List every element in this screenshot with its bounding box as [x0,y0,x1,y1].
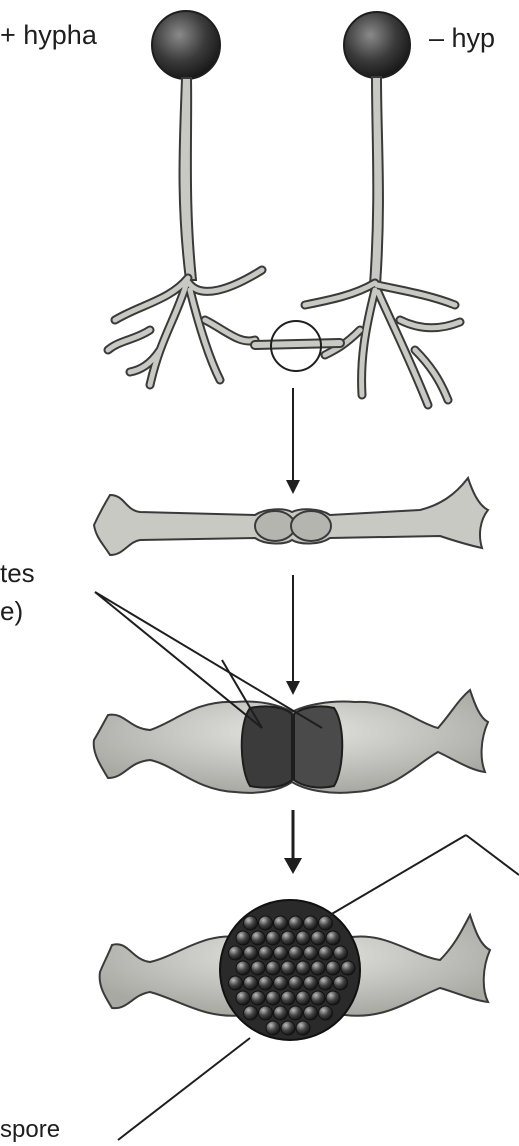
zygospore-wart [319,1006,333,1020]
zygospore-wart [304,946,318,960]
zygospore-wart [251,991,265,1005]
zygospore-wart [289,946,303,960]
arrow-1 [286,388,300,494]
zygospore-wart [266,931,280,945]
zygospore-wart [236,931,250,945]
gametangia-stage [94,690,488,793]
zygospore-wart [266,1021,280,1035]
zygospore-wart [266,991,280,1005]
arrow-2 [286,575,300,695]
zygospore-wart [244,916,258,930]
zygospore-wart [304,916,318,930]
zygospore-wart [236,961,250,975]
zygosporangium-pointer-2 [466,835,519,875]
zygospore-wart [236,991,250,1005]
zygospore-wart [259,1006,273,1020]
zygospore-wart [296,1021,310,1035]
zygospore-wart [244,946,258,960]
zygospore-wart [296,961,310,975]
zygospore-wart [244,976,258,990]
zygospore-wart [319,946,333,960]
zygospore-wart [259,916,273,930]
plus-hypha-group [108,11,262,385]
zygospore-wart [326,991,340,1005]
zygospore-wart [229,946,243,960]
spore-label-fragment: spore [0,1118,60,1142]
zygospore-wart [304,976,318,990]
zygospore-wart [289,1006,303,1020]
zygospore-wart [304,1006,318,1020]
zygospore-wart [289,916,303,930]
plus-sporangium [152,11,220,79]
zygospore-wart [296,991,310,1005]
zygospore-wart [274,1006,288,1020]
zygospore-wart [251,931,265,945]
zygospore-wart [281,961,295,975]
zygospore-wart [259,976,273,990]
zygospore-wart [341,961,355,975]
zygospore-wart [326,961,340,975]
zygospore-wart [251,961,265,975]
zygospore-wart [289,976,303,990]
zygospore-wart [281,931,295,945]
zygospore-wart [274,916,288,930]
gamete-minus [294,706,342,787]
zygospore-wart [334,976,348,990]
minus-sporangium [344,12,410,78]
zygospore-wart [319,916,333,930]
zygospore-wart [334,946,348,960]
zygospore-wart [319,976,333,990]
spore-pointer [118,1038,250,1140]
minus-sporangiophore [370,77,383,285]
zygospore-wart [244,1006,258,1020]
zygospore-wart [274,976,288,990]
connecting-hyphae-inner [255,343,340,345]
zygospore-wart [281,991,295,1005]
zygospore-wart [266,961,280,975]
gametes-pointer-1 [95,592,262,728]
zygospore-wart [296,931,310,945]
zygospore-wart [311,991,325,1005]
plus-sporangiophore [180,78,197,280]
plus-hypha-label: + hypha [0,22,97,49]
zygospore-wart [311,931,325,945]
zygospore-stage [100,900,490,1040]
zygosporangium-pointer [330,835,466,915]
zygospore-wart [274,946,288,960]
zygospore-wart [326,931,340,945]
minus-hypha-label: – hyp [429,25,495,52]
gametes-label-fragment: tes [0,560,35,586]
arrow-3 [284,810,302,874]
gametes-paren-fragment: e) [0,598,23,624]
zygospore-wart [281,1021,295,1035]
zygospore-wart [259,946,273,960]
zygospore-wart [311,961,325,975]
zygospore-wart [229,976,243,990]
